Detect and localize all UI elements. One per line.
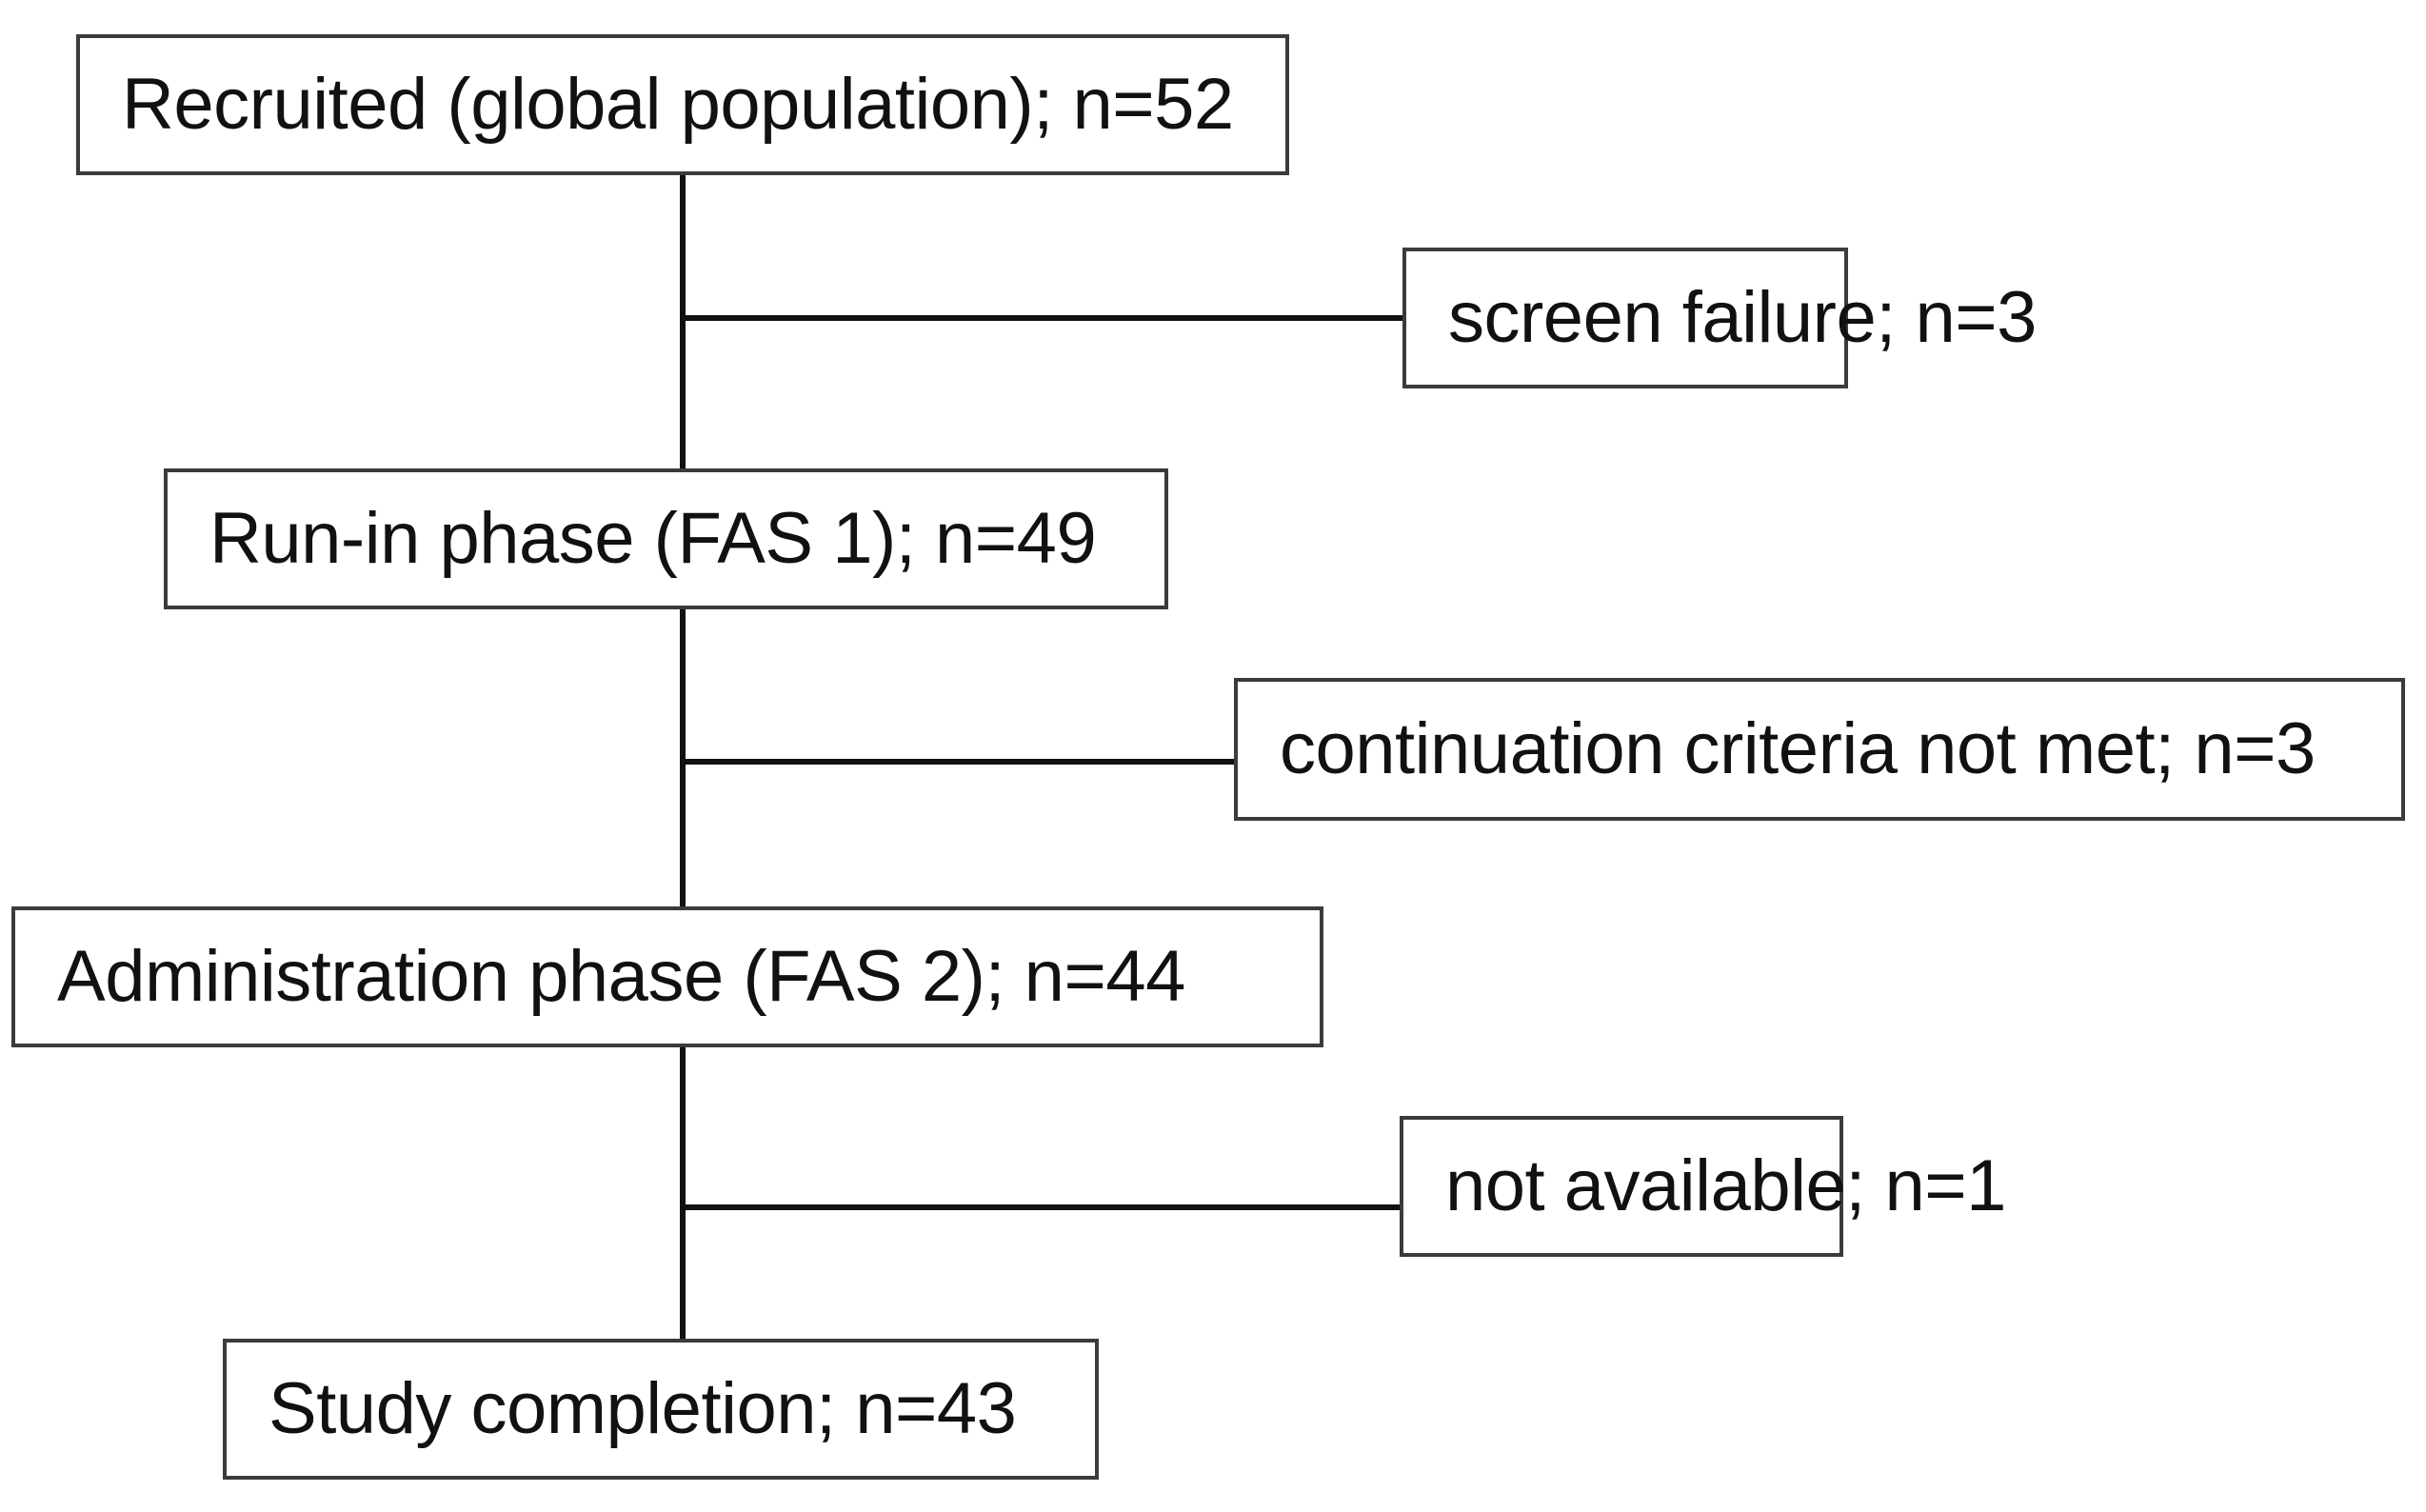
node-continuation-criteria-not-met-label: continuation criteria not met; n=3 [1280, 708, 2316, 789]
spine-segment-administration-to-completion [680, 1047, 686, 1341]
node-recruited-label: Recruited (global population); n=52 [122, 64, 1234, 145]
branch-connector-not-available [680, 1204, 1401, 1210]
node-recruited: Recruited (global population); n=52 [76, 34, 1289, 175]
node-run-in-phase-label: Run-in phase (FAS 1); n=49 [209, 498, 1097, 579]
node-study-completion-label: Study completion; n=43 [268, 1368, 1017, 1449]
node-screen-failure: screen failure; n=3 [1402, 248, 2037, 388]
branch-connector-continuation-criteria [680, 759, 1235, 765]
node-not-available-label: not available; n=1 [1445, 1145, 2006, 1226]
node-administration-phase-label: Administration phase (FAS 2); n=44 [57, 936, 1185, 1017]
branch-connector-screen-failure [680, 315, 1403, 321]
node-continuation-criteria-not-met: continuation criteria not met; n=3 [1234, 678, 2405, 821]
spine-segment-recruited-to-runin [680, 175, 686, 470]
node-not-available: not available; n=1 [1400, 1116, 2006, 1257]
node-administration-phase: Administration phase (FAS 2); n=44 [11, 906, 1323, 1047]
node-run-in-phase: Run-in phase (FAS 1); n=49 [164, 468, 1168, 609]
node-study-completion: Study completion; n=43 [223, 1339, 1099, 1480]
node-screen-failure-label: screen failure; n=3 [1448, 277, 2037, 358]
